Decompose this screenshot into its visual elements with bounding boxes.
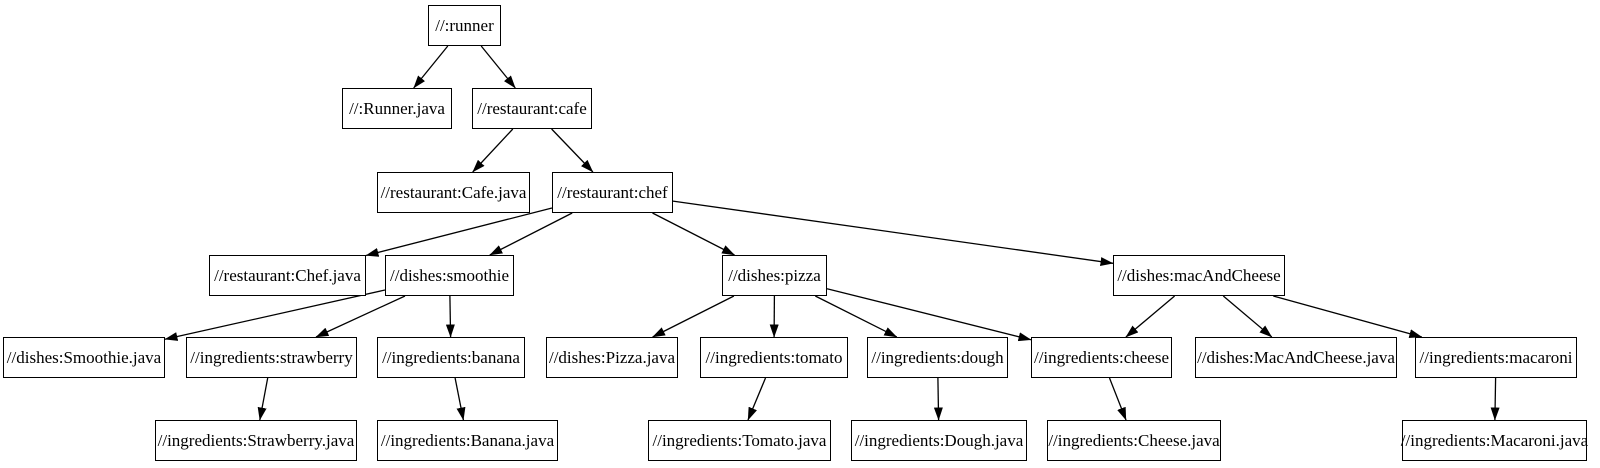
graph-edge-mac_and_cheese-to-cheese (1125, 295, 1176, 338)
graph-edge-macaroni-to-macaroni_java (1490, 377, 1500, 421)
graph-edge-mac_and_cheese-to-macaroni (1273, 295, 1423, 339)
graph-node-cafe: //restaurant:cafe (472, 88, 592, 129)
graph-edge-strawberry-to-strawberry_java (257, 377, 269, 421)
graph-node-strawberry_java: //ingredients:Strawberry.java (155, 420, 357, 461)
graph-edge-banana-to-banana_java (454, 377, 466, 421)
graph-edge-smoothie-to-smoothie_java (164, 289, 386, 341)
graph-edge-runner-to-runner_java (413, 45, 449, 89)
graph-node-chef_java: //restaurant:Chef.java (209, 255, 366, 296)
graph-node-cheese_java: //ingredients:Cheese.java (1047, 420, 1221, 461)
graph-node-mac_and_cheese_java: //dishes:MacAndCheese.java (1195, 337, 1397, 378)
graph-edge-smoothie-to-strawberry (315, 295, 406, 338)
graph-edge-smoothie-to-banana (445, 295, 455, 338)
graph-node-pizza_java: //dishes:Pizza.java (546, 337, 678, 378)
graph-edge-mac_and_cheese-to-mac_and_cheese_java (1222, 295, 1273, 338)
graph-node-runner: //:runner (428, 5, 501, 46)
graph-node-cafe_java: //restaurant:Cafe.java (377, 172, 530, 213)
edges-group (164, 45, 1500, 421)
graph-node-macaroni: //ingredients:macaroni (1415, 337, 1577, 378)
graph-node-dough_java: //ingredients:Dough.java (851, 420, 1027, 461)
graph-node-tomato: //ingredients:tomato (700, 337, 848, 378)
graph-edge-cafe-to-chef (551, 128, 594, 173)
graph-edge-cafe-to-cafe_java (472, 128, 514, 173)
graph-edge-runner-to-cafe (480, 45, 516, 89)
graph-edge-tomato-to-tomato_java (747, 377, 767, 421)
graph-edge-pizza-to-dough (815, 295, 898, 338)
graph-edge-chef-to-pizza (652, 212, 735, 256)
graph-edge-cheese-to-cheese_java (1108, 377, 1127, 421)
graph-node-cheese: //ingredients:cheese (1031, 337, 1172, 378)
graph-edge-dough-to-dough_java (933, 377, 943, 421)
graph-edge-chef-to-smoothie (489, 212, 573, 256)
graph-node-mac_and_cheese: //dishes:macAndCheese (1113, 255, 1285, 296)
graph-edge-chef-to-chef_java (365, 207, 553, 257)
graph-node-smoothie: //dishes:smoothie (385, 255, 514, 296)
graph-node-dough: //ingredients:dough (867, 337, 1008, 378)
graph-node-runner_java: //:Runner.java (342, 88, 452, 129)
graph-node-chef: //restaurant:chef (552, 172, 673, 213)
graph-edge-chef-to-mac_and_cheese (672, 200, 1114, 267)
graph-node-macaroni_java: //ingredients:Macaroni.java (1401, 420, 1588, 461)
graph-node-strawberry: //ingredients:strawberry (186, 337, 357, 378)
graph-edge-pizza-to-cheese (826, 288, 1032, 342)
graph-node-pizza: //dishes:pizza (722, 255, 827, 296)
graph-node-smoothie_java: //dishes:Smoothie.java (3, 337, 165, 378)
graph-node-banana: //ingredients:banana (377, 337, 525, 378)
graph-node-banana_java: //ingredients:Banana.java (377, 420, 558, 461)
graph-node-tomato_java: //ingredients:Tomato.java (648, 420, 831, 461)
graph-edge-pizza-to-pizza_java (652, 295, 735, 338)
